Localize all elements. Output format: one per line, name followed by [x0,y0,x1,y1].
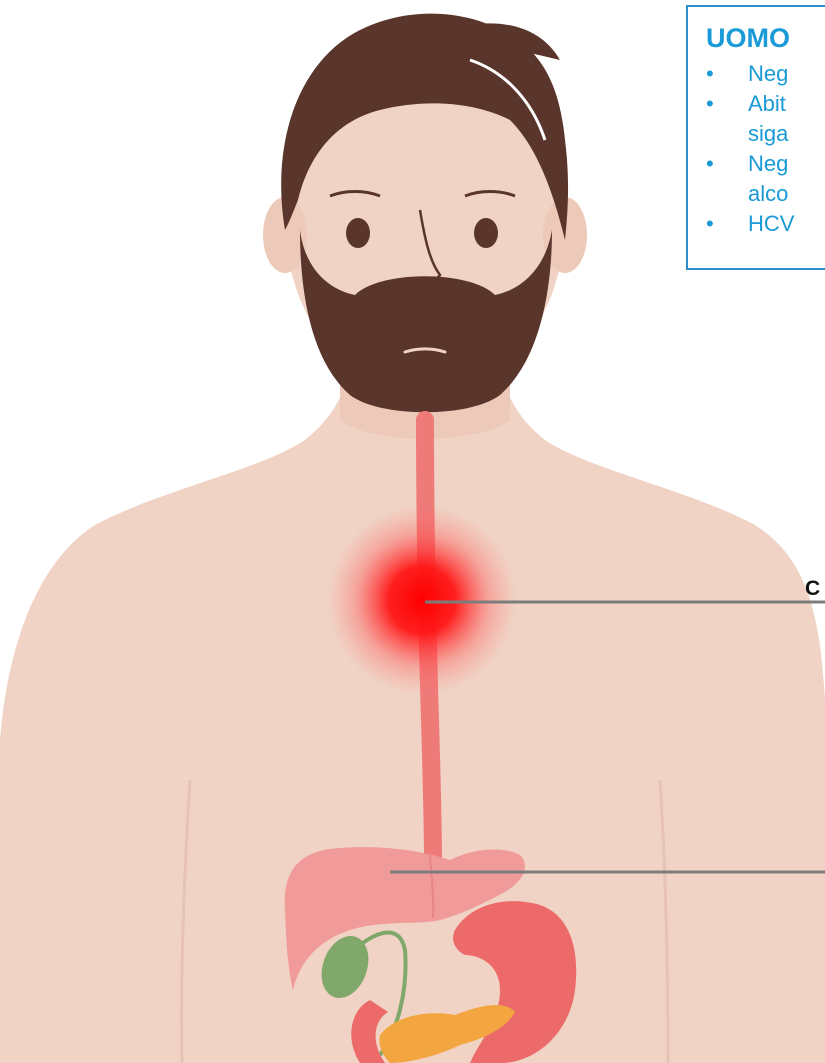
info-item-text-continued: alco [748,179,825,209]
bullet-icon: • [706,89,714,119]
info-item-text: Neg [748,149,825,179]
info-box-title: UOMO [706,21,825,55]
patient-info-box: UOMO • Neg • Abit siga • Neg alco • HCV [686,5,825,270]
esophagus-callout-label: C [805,577,820,601]
info-item-4: • HCV [706,209,825,239]
right-eye [474,218,498,248]
info-item-text: Abit [748,89,825,119]
left-eye [346,218,370,248]
info-item-2: • Abit siga [706,89,825,149]
info-item-text-continued: siga [748,119,825,149]
tumor-glow [327,505,517,695]
info-list: • Neg • Abit siga • Neg alco • HCV [706,59,825,239]
info-item-text: Neg [748,59,825,89]
info-item-3: • Neg alco [706,149,825,209]
bullet-icon: • [706,209,714,239]
info-item-text: HCV [748,209,825,239]
bullet-icon: • [706,149,714,179]
bullet-icon: • [706,59,714,89]
torso [0,385,825,1063]
info-item-1: • Neg [706,59,825,89]
